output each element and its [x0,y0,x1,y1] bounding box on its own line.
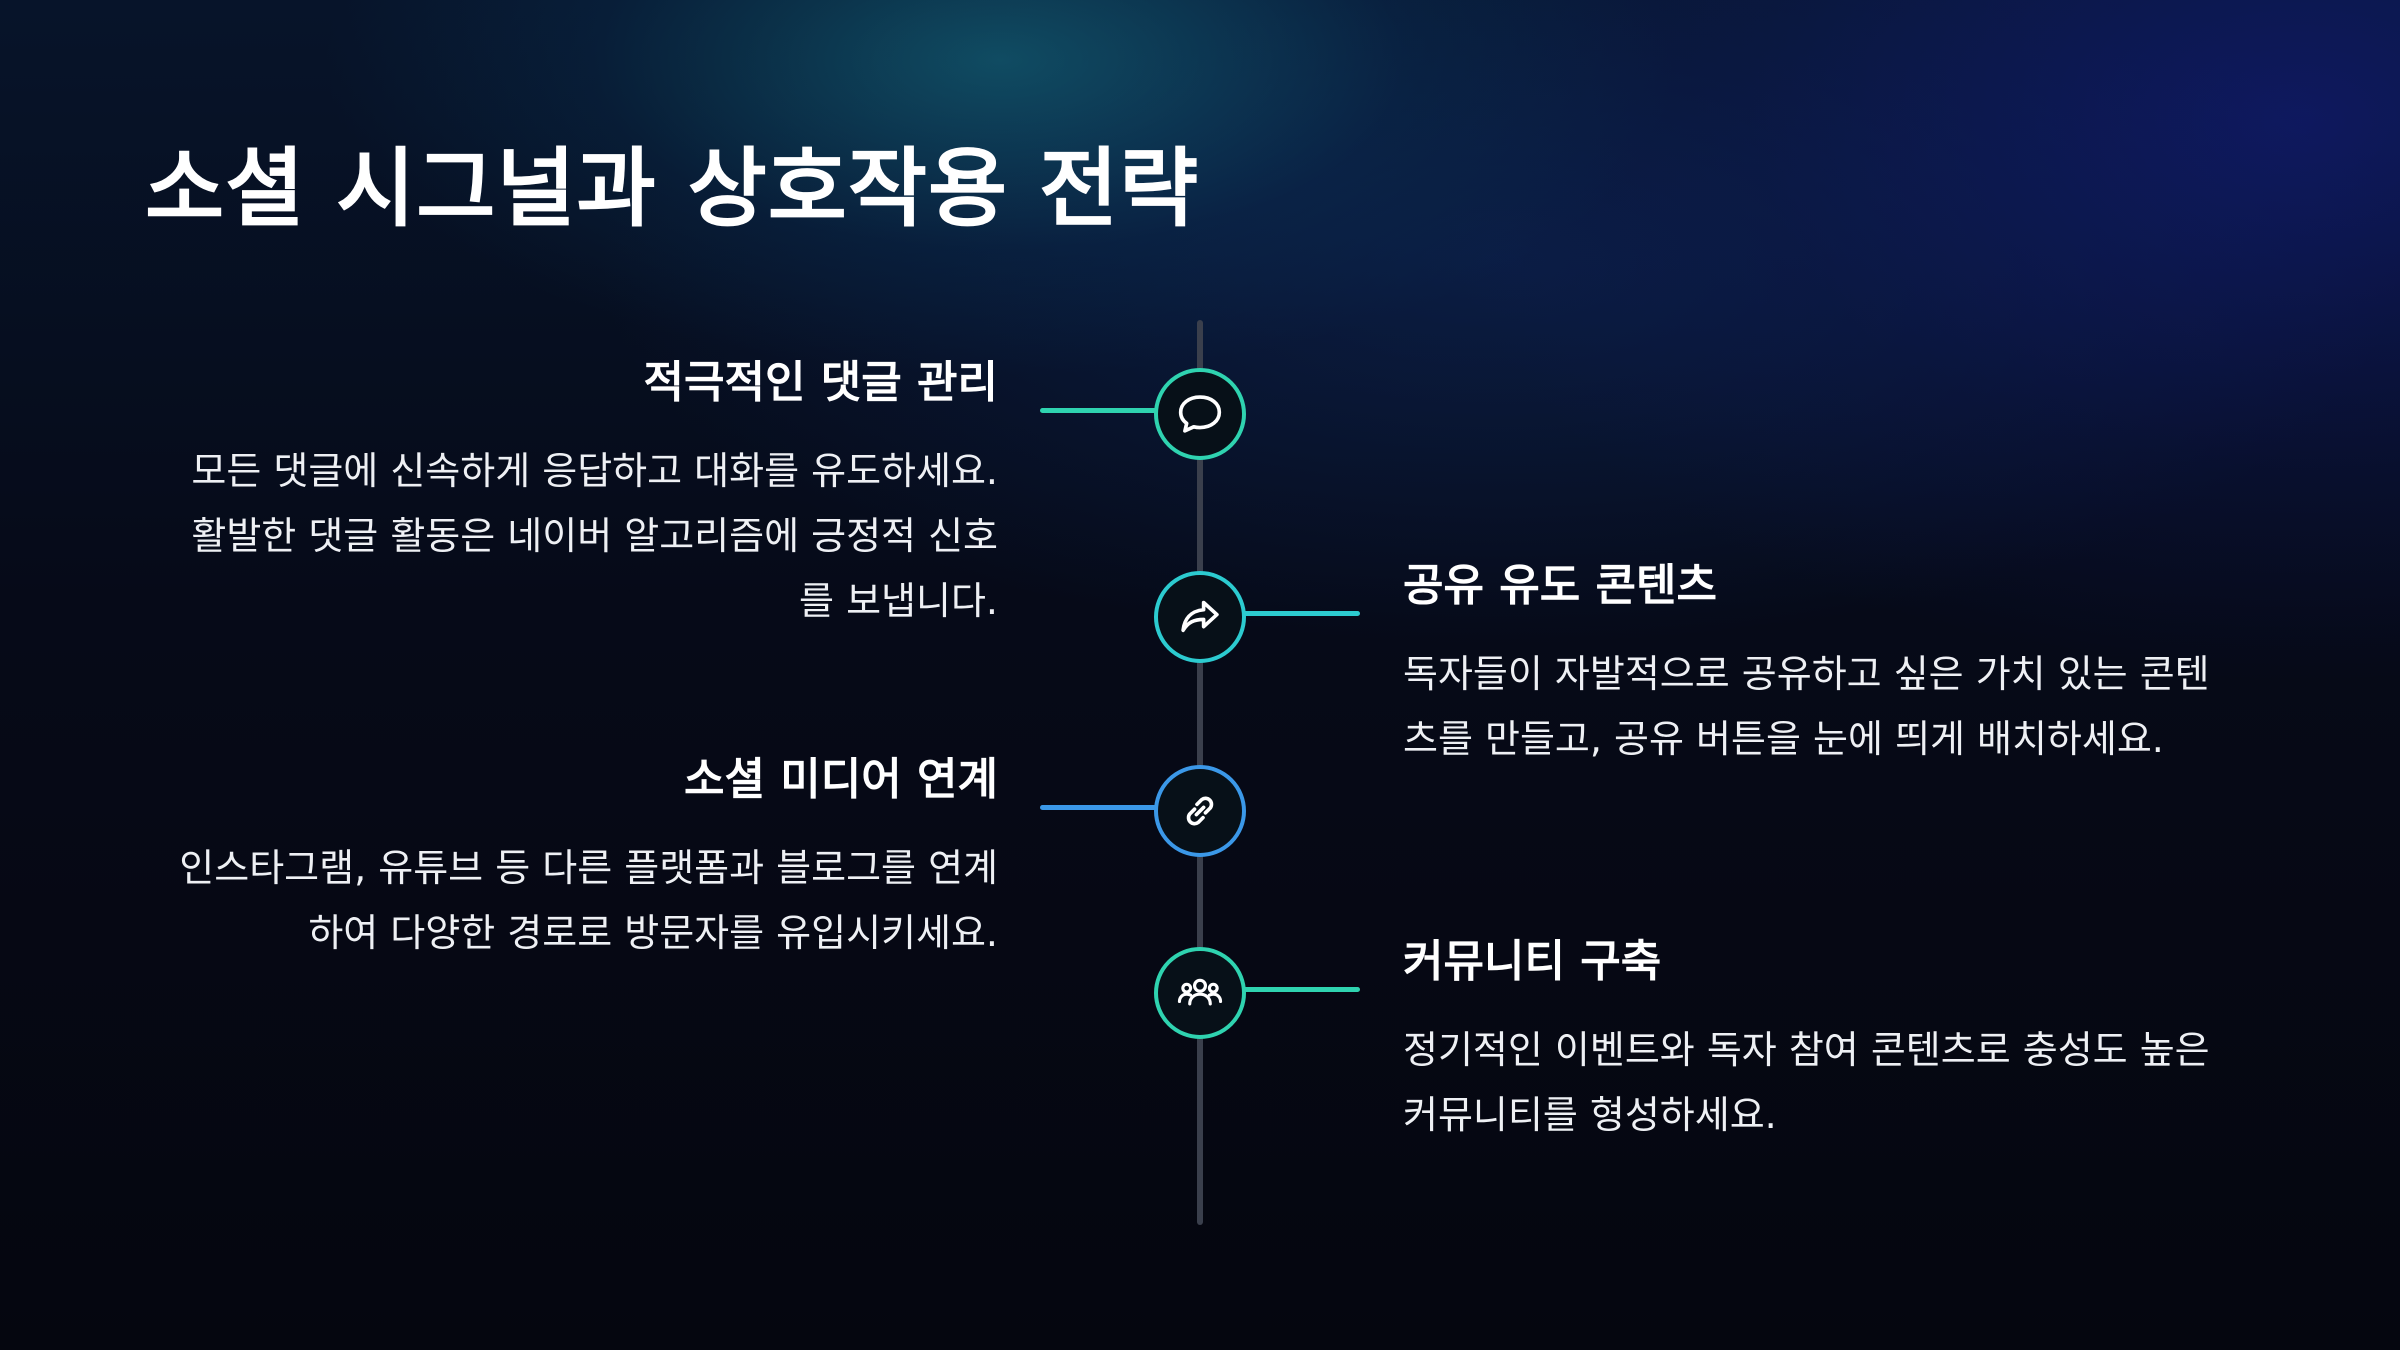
timeline-node-link [1154,765,1246,857]
item-title: 커뮤니티 구축 [1403,936,1662,987]
connector-community [1238,987,1360,992]
page-title: 소셜 시그널과 상호작용 전략 [145,139,1200,239]
item-community: 커뮤니티 구축 정기적인 이벤트와 독자 참여 콘텐츠로 충성도 높은 커뮤니티… [1403,932,2303,1148]
item-body: 모든 댓글에 신속하게 응답하고 대화를 유도하세요. 활발한 댓글 활동은 네… [191,449,998,623]
timeline-node-comment [1154,368,1246,460]
link-icon [1186,796,1214,826]
users-icon [1177,978,1223,1006]
item-title: 적극적인 댓글 관리 [643,357,998,408]
share-arrow-icon [1181,600,1219,633]
item-body: 독자들이 자발적으로 공유하고 싶은 가치 있는 콘텐 츠를 만들고, 공유 버… [1403,652,2210,761]
item-title: 소셜 미디어 연계 [684,754,998,805]
connector-share [1238,611,1360,616]
connector-link [1040,805,1160,810]
timeline-node-community [1154,947,1246,1039]
item-social-media: 소셜 미디어 연계 인스타그램, 유튜브 등 다른 플랫폼과 블로그를 연계 하… [98,750,998,966]
item-title: 공유 유도 콘텐츠 [1403,560,1717,611]
connector-comment [1040,408,1160,413]
item-body: 정기적인 이벤트와 독자 참여 콘텐츠로 충성도 높은 커뮤니티를 형성하세요. [1403,1028,2210,1137]
item-comment-management: 적극적인 댓글 관리 모든 댓글에 신속하게 응답하고 대화를 유도하세요. 활… [98,353,998,634]
item-share-content: 공유 유도 콘텐츠 독자들이 자발적으로 공유하고 싶은 가치 있는 콘텐 츠를… [1403,556,2303,772]
comment-icon [1178,395,1222,433]
timeline-node-share [1154,571,1246,663]
item-body: 인스타그램, 유튜브 등 다른 플랫폼과 블로그를 연계 하여 다양한 경로로 … [179,846,998,955]
